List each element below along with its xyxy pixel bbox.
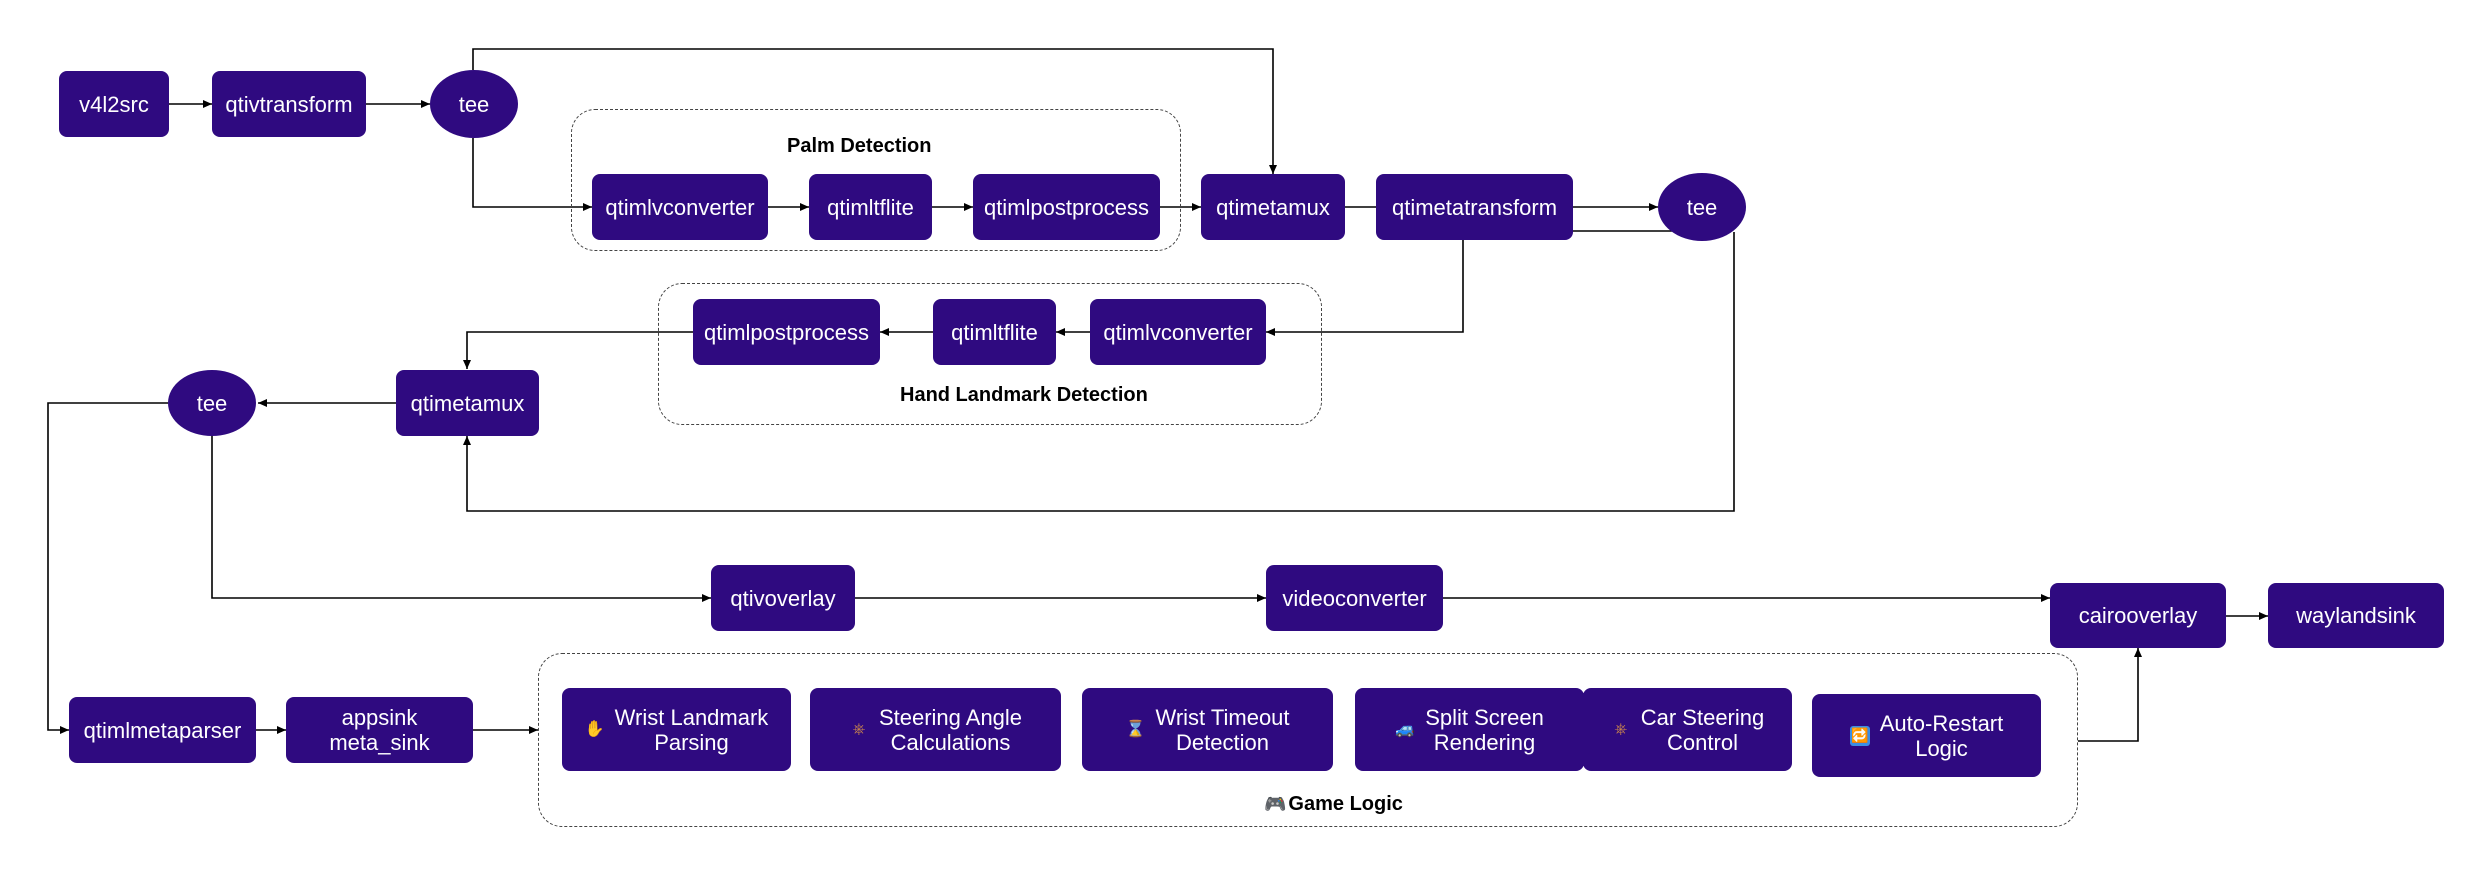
tee-node-3: tee	[168, 370, 256, 436]
edge-tee-metamux-bottom	[463, 232, 1735, 512]
tee-2-label: tee	[1686, 194, 1718, 220]
tee-node-2: tee	[1658, 173, 1746, 241]
car-icon: 🚙	[1395, 721, 1416, 738]
edge-tee-qtivoverlay	[211, 435, 711, 602]
palm-detection-title: Palm Detection	[787, 135, 932, 157]
tee-node-1: tee	[430, 70, 518, 138]
hand-qtimlvconverter-label: qtimlvconverter	[1103, 319, 1253, 345]
palm-qtimlpostprocess-node: qtimlpostprocess	[973, 174, 1160, 240]
cairooverlay-label: cairooverlay	[2078, 603, 2198, 628]
qtivtransform-node: qtivtransform	[212, 71, 366, 137]
qtimetamux-1-label: qtimetamux	[1216, 194, 1330, 220]
game-item-1-label: Wrist Landmark Parsing	[614, 704, 769, 755]
qtimetamux-node-2: qtimetamux	[396, 370, 539, 436]
game-item-2-label: Steering Angle Calculations	[878, 704, 1023, 755]
palm-qtimlpostprocess-label: qtimlpostprocess	[983, 194, 1150, 220]
qtimetamux-2-label: qtimetamux	[410, 390, 525, 416]
hand-icon: ✋	[584, 721, 605, 738]
qtimetatransform-node: qtimetatransform	[1376, 174, 1573, 240]
qtivoverlay-node: qtivoverlay	[711, 565, 855, 631]
tee-3-label: tee	[196, 390, 228, 416]
game-item-wrist-timeout-detection: ⌛ Wrist Timeout Detection	[1082, 688, 1333, 771]
hand-qtimlvconverter-node: qtimlvconverter	[1090, 299, 1266, 365]
edge-tee-metaparser	[47, 402, 168, 734]
palm-detection-group	[571, 109, 1181, 251]
waylandsink-label: waylandsink	[2296, 603, 2416, 628]
qtivtransform-label: qtivtransform	[225, 91, 353, 117]
cairooverlay-node: cairooverlay	[2050, 583, 2226, 648]
hand-landmark-title: Hand Landmark Detection	[900, 384, 1148, 406]
v4l2src-node: v4l2src	[59, 71, 169, 137]
appsink-label: appsink meta_sink	[329, 705, 430, 755]
edge-tee-metamux-top	[472, 48, 1277, 174]
restart-icon: 🔁	[1849, 725, 1870, 746]
palm-qtimltflite-label: qtimltflite	[827, 194, 914, 220]
palm-qtimlvconverter-label: qtimlvconverter	[605, 194, 755, 220]
game-item-6-label: Auto-Restart Logic	[1879, 710, 2004, 761]
qtimetamux-node-1: qtimetamux	[1201, 174, 1345, 240]
steering-wheel-icon: ⎈	[1614, 721, 1628, 738]
videoconverter-label: videoconverter	[1282, 585, 1427, 611]
edge-hand-postprocess-metamux	[463, 331, 693, 369]
game-logic-title-text: Game Logic	[1288, 793, 1403, 815]
videoconverter-node: videoconverter	[1266, 565, 1443, 631]
steering-wheel-icon: ⎈	[852, 721, 866, 738]
qtimlmetaparser-node: qtimlmetaparser	[69, 697, 256, 763]
game-logic-group	[538, 653, 2078, 827]
hand-qtimltflite-node: qtimltflite	[933, 299, 1056, 365]
hand-qtimlpostprocess-node: qtimlpostprocess	[693, 299, 880, 365]
hand-landmark-group	[658, 283, 1322, 425]
hand-qtimltflite-label: qtimltflite	[951, 319, 1038, 345]
game-item-car-steering-control: ⎈ Car Steering Control	[1583, 688, 1792, 771]
edge-metatransform-hand-converter	[1266, 240, 1464, 336]
game-item-auto-restart-logic: 🔁 Auto-Restart Logic	[1812, 694, 2041, 777]
qtimetatransform-label: qtimetatransform	[1391, 194, 1558, 220]
appsink-node: appsink meta_sink	[286, 697, 473, 763]
edge-gamelogic-cairooverlay	[2078, 648, 2142, 742]
hand-qtimlpostprocess-label: qtimlpostprocess	[703, 319, 870, 345]
v4l2src-label: v4l2src	[79, 91, 149, 117]
game-item-split-screen-rendering: 🚙 Split Screen Rendering	[1355, 688, 1584, 771]
game-item-4-label: Split Screen Rendering	[1425, 704, 1544, 755]
qtimlmetaparser-label: qtimlmetaparser	[83, 717, 242, 743]
waylandsink-node: waylandsink	[2268, 583, 2444, 648]
gamepad-icon: 🎮	[1264, 794, 1287, 814]
palm-qtimlvconverter-node: qtimlvconverter	[592, 174, 768, 240]
hourglass-icon: ⌛	[1125, 721, 1146, 738]
tee-1-label: tee	[458, 91, 490, 117]
game-item-5-label: Car Steering Control	[1640, 704, 1765, 755]
game-item-3-label: Wrist Timeout Detection	[1155, 704, 1290, 755]
game-item-wrist-landmark-parsing: ✋ Wrist Landmark Parsing	[562, 688, 791, 771]
game-item-steering-angle-calculations: ⎈ Steering Angle Calculations	[810, 688, 1061, 771]
qtivoverlay-label: qtivoverlay	[730, 585, 836, 611]
game-logic-title: 🎮Game Logic	[1264, 793, 1403, 816]
edge-tee-palm-converter	[472, 138, 592, 211]
palm-qtimltflite-node: qtimltflite	[809, 174, 932, 240]
